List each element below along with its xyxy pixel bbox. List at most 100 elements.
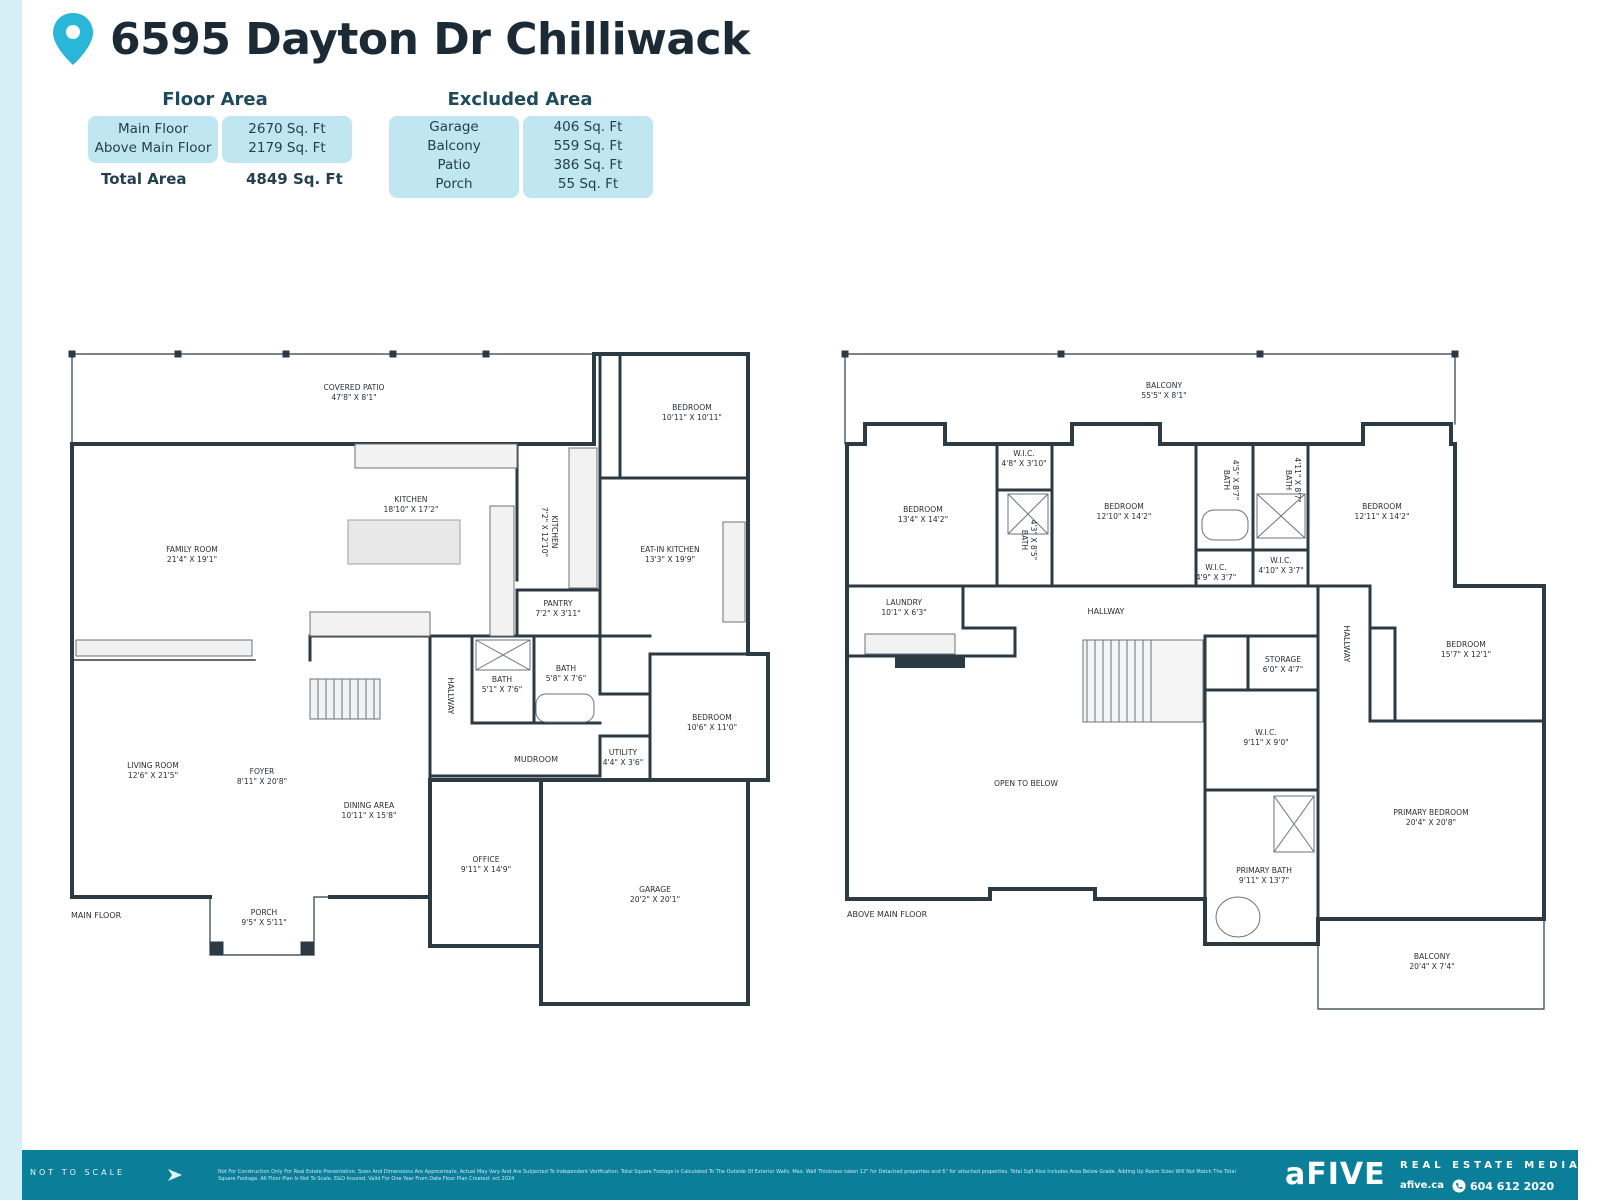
room-dim: 5'8" X 7'6" <box>546 674 587 683</box>
room-dim: 20'4" X 20'8" <box>1406 818 1456 827</box>
room-name: BEDROOM <box>672 403 712 412</box>
room-dim: 4'8" X 3'10" <box>1001 459 1046 468</box>
room-dim: 12'6" X 21'5" <box>128 771 178 780</box>
excluded-area-label: Garage <box>429 119 479 135</box>
room-dim: 4'9" X 3'7" <box>1196 573 1237 582</box>
room-dim: 21'4" X 19'1" <box>167 555 217 564</box>
room-name: GARAGE <box>639 885 671 894</box>
room-dim: 4'3" X 8'5" <box>1029 520 1038 561</box>
room-name: KITCHEN <box>395 495 428 504</box>
svg-text:BATH4'3" X 8'5": BATH4'3" X 8'5" <box>1020 520 1038 561</box>
room-dim: 10'11" X 10'11" <box>662 413 722 422</box>
floor-area-value: 2179 Sq. Ft <box>248 140 326 156</box>
room-name: HALLWAY <box>446 678 455 715</box>
svg-text:BATH4'11" X 8'7": BATH4'11" X 8'7" <box>1284 457 1302 502</box>
balcony-posts <box>841 350 1459 358</box>
brand-logo: aFIVE <box>1285 1157 1386 1192</box>
room-name: DINING AREA <box>344 801 395 810</box>
disclaimer-text: Not For Construction Only For Real Estat… <box>218 1169 1236 1182</box>
footer-bar <box>22 1150 1578 1200</box>
floor-area-heading: Floor Area <box>162 89 268 110</box>
room-name: W.I.C. <box>1255 728 1276 737</box>
room-dim: 18'10" X 17'2" <box>383 505 438 514</box>
room-name: BATH <box>556 664 576 673</box>
room-name: FAMILY ROOM <box>166 545 218 554</box>
room-name: LAUNDRY <box>886 598 922 607</box>
svg-text:KITCHEN7'2" X 12'10": KITCHEN7'2" X 12'10" <box>540 507 559 557</box>
floor-area-label: Above Main Floor <box>94 140 212 156</box>
room-name: BATH <box>1222 470 1231 490</box>
svg-text:W.I.C.9'11" X 9'0": W.I.C.9'11" X 9'0" <box>1243 728 1288 747</box>
phone-icon <box>1452 1179 1466 1193</box>
room-dim: 20'2" X 20'1" <box>630 895 680 904</box>
room-dim: 7'2" X 12'10" <box>540 507 549 557</box>
room-name: BEDROOM <box>1104 502 1144 511</box>
floor-area-label: Main Floor <box>117 121 189 137</box>
svg-text:W.I.C.4'10" X 3'7": W.I.C.4'10" X 3'7" <box>1258 556 1303 575</box>
excluded-area-value: 406 Sq. Ft <box>553 119 623 135</box>
room-dim: 9'11" X 14'9" <box>461 865 511 874</box>
room-dim: 6'0" X 4'7" <box>1263 665 1304 674</box>
patio-posts <box>68 350 490 358</box>
room-name: BEDROOM <box>903 505 943 514</box>
room-name: MUDROOM <box>514 755 558 764</box>
room-dim: 12'11" X 14'2" <box>1354 512 1409 521</box>
room-name: PANTRY <box>543 599 572 608</box>
brand-tagline: REAL ESTATE MEDIA <box>1400 1160 1581 1171</box>
room-name: EAT-IN KITCHEN <box>640 545 699 554</box>
room-dim: 20'4" X 7'4" <box>1409 962 1454 971</box>
room-name: COVERED PATIO <box>323 383 384 392</box>
room-name: OFFICE <box>472 855 499 864</box>
svg-text:BATH4'5" X 8'7": BATH4'5" X 8'7" <box>1222 460 1240 501</box>
room-name: BATH <box>492 675 512 684</box>
north-arrow-icon <box>168 1169 182 1181</box>
room-name: UTILITY <box>609 748 638 757</box>
floor-area-label-panel <box>88 116 218 163</box>
excluded-area-label: Balcony <box>427 138 481 154</box>
room-name: LIVING ROOM <box>127 761 179 770</box>
left-accent-bar <box>0 0 22 1200</box>
room-name: PORCH <box>251 908 277 917</box>
room-dim: 10'6" X 11'0" <box>687 723 737 732</box>
excluded-area-value: 386 Sq. Ft <box>553 157 623 173</box>
header: 6595 Dayton Dr Chilliwack <box>50 6 750 72</box>
room-dim: 9'11" X 13'7" <box>1239 876 1289 885</box>
room-dim: 47'8" X 8'1" <box>331 393 376 402</box>
room-name: BATH <box>1284 470 1293 490</box>
room-dim: 9'11" X 9'0" <box>1243 738 1288 747</box>
room-name: BEDROOM <box>1362 502 1402 511</box>
excluded-area-label: Patio <box>437 157 471 173</box>
total-area-value: 4849 Sq. Ft <box>246 170 343 188</box>
room-dim: 4'11" X 8'7" <box>1293 457 1302 502</box>
room-dim: 13'4" X 14'2" <box>898 515 948 524</box>
room-dim: 10'11" X 15'8" <box>341 811 396 820</box>
excluded-area-label: Porch <box>435 176 473 192</box>
room-name: STORAGE <box>1265 655 1301 664</box>
room-name: KITCHEN <box>550 516 559 549</box>
room-dim: 13'3" X 19'9" <box>645 555 695 564</box>
website-link[interactable]: afive.ca <box>1400 1180 1444 1191</box>
excluded-area-heading: Excluded Area <box>447 89 593 110</box>
room-dim: 4'5" X 8'7" <box>1231 460 1240 501</box>
excluded-area-value: 559 Sq. Ft <box>553 138 623 154</box>
total-area-label: Total Area <box>101 170 187 188</box>
room-dim: 4'10" X 3'7" <box>1258 566 1303 575</box>
